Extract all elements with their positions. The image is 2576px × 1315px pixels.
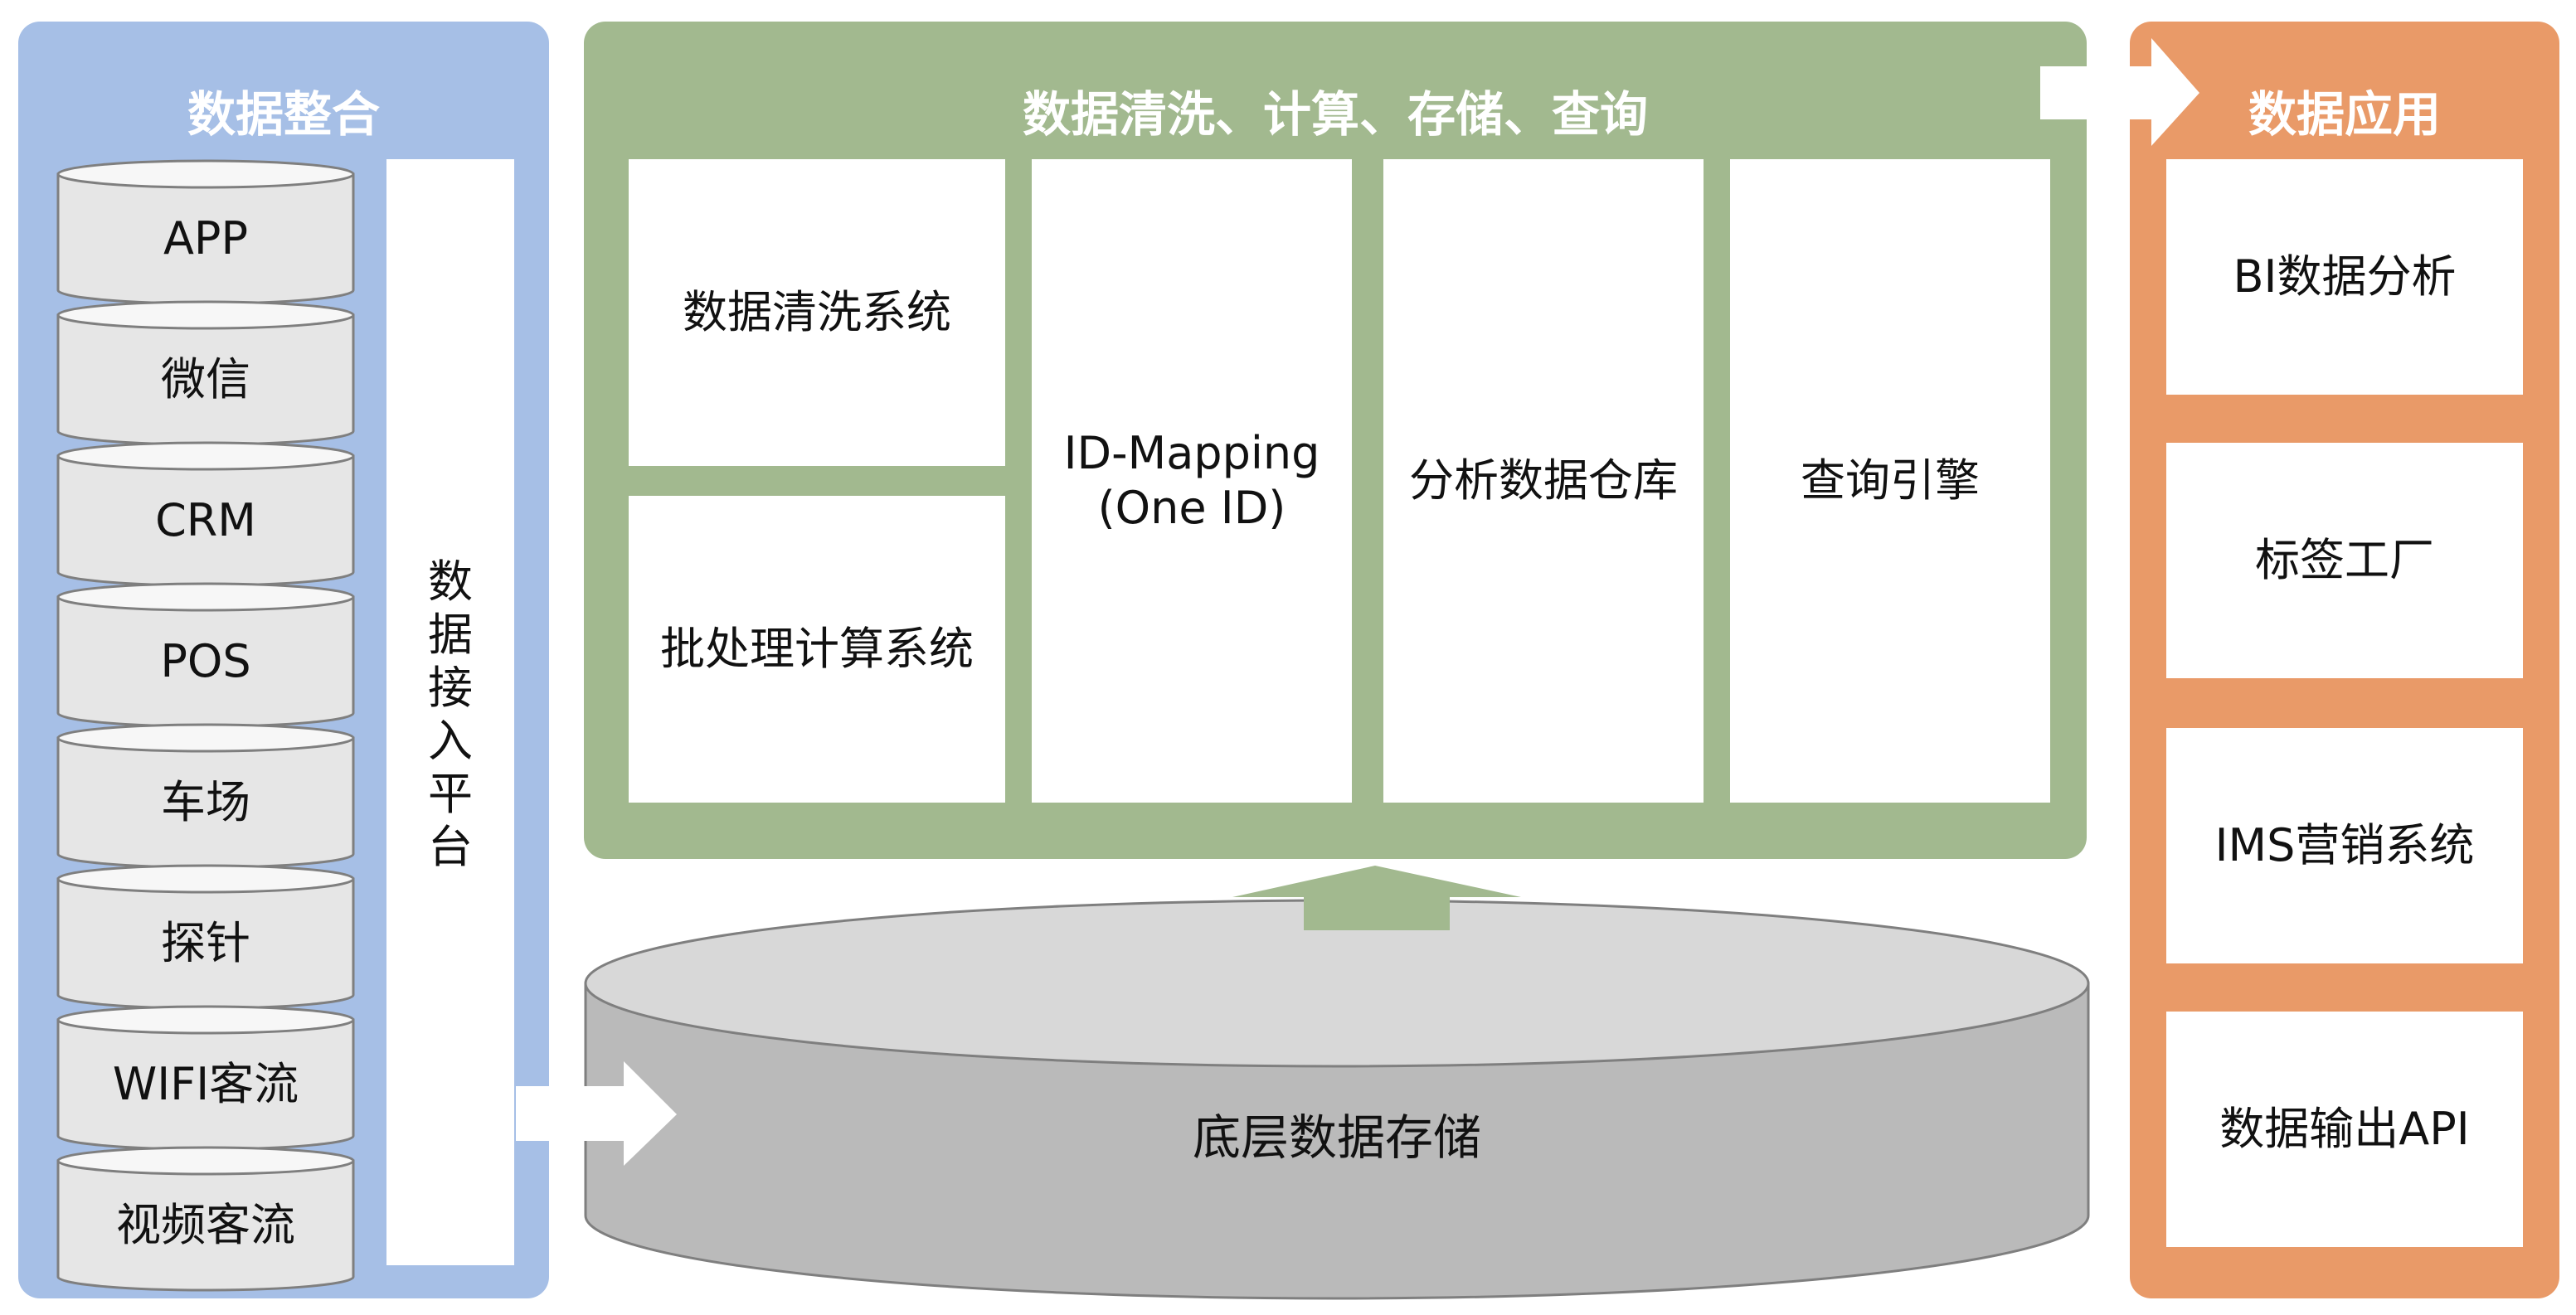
app-item-ims: IMS营销系统	[2166, 728, 2523, 963]
processing-title: 数据清洗、计算、存储、查询	[1022, 86, 1648, 143]
application-title: 数据应用	[2248, 86, 2441, 143]
platform-char: 据	[428, 609, 473, 661]
access-platform-label: 数 据 接 入 平 台	[386, 556, 514, 874]
source-label: APP	[163, 212, 249, 264]
id-mapping-box: ID-Mapping (One ID)	[1032, 159, 1352, 803]
source-label: CRM	[155, 494, 256, 546]
source-label: 视频客流	[116, 1199, 295, 1251]
source-cylinder-top	[56, 441, 355, 471]
platform-char: 数	[428, 556, 473, 608]
id-mapping-line2: (One ID)	[1097, 482, 1286, 534]
query-engine-box: 查询引擎	[1730, 159, 2050, 803]
source-cylinder-top	[56, 864, 355, 894]
platform-char: 接	[428, 662, 473, 714]
storage-cylinder-body	[584, 982, 2090, 1300]
app-item-bi: BI数据分析	[2166, 159, 2523, 395]
source-label: WIFI客流	[112, 1058, 299, 1110]
source-cylinder-top	[56, 582, 355, 612]
source-cylinder-top	[56, 1005, 355, 1035]
source-label: 微信	[161, 353, 250, 405]
source-cylinder-top	[56, 723, 355, 753]
source-cylinder-top	[56, 159, 355, 189]
id-mapping-line1: ID-Mapping	[1063, 427, 1320, 479]
warehouse-box: 分析数据仓库	[1383, 159, 1704, 803]
source-label: POS	[160, 635, 251, 687]
right-arrow-icon	[2040, 38, 2199, 146]
source-label: 车场	[161, 776, 250, 828]
source-label: 探针	[161, 917, 250, 969]
source-cylinder-top	[56, 300, 355, 330]
storage-label: 底层数据存储	[1192, 1109, 1481, 1166]
app-item-api: 数据输出API	[2166, 1012, 2523, 1247]
app-item-tag-factory: 标签工厂	[2166, 443, 2523, 678]
access-platform-box	[386, 159, 514, 1265]
cleaning-system-box: 数据清洗系统	[629, 159, 1005, 466]
batch-system-box: 批处理计算系统	[629, 496, 1005, 803]
platform-char: 台	[428, 821, 473, 873]
source-cylinder-top	[56, 1146, 355, 1176]
right-arrow-icon	[516, 1061, 677, 1166]
up-arrow-icon	[1232, 866, 1521, 930]
platform-char: 入	[428, 715, 473, 767]
integration-title: 数据整合	[187, 86, 380, 143]
source-cylinder	[56, 1159, 355, 1292]
platform-char: 平	[428, 768, 473, 820]
